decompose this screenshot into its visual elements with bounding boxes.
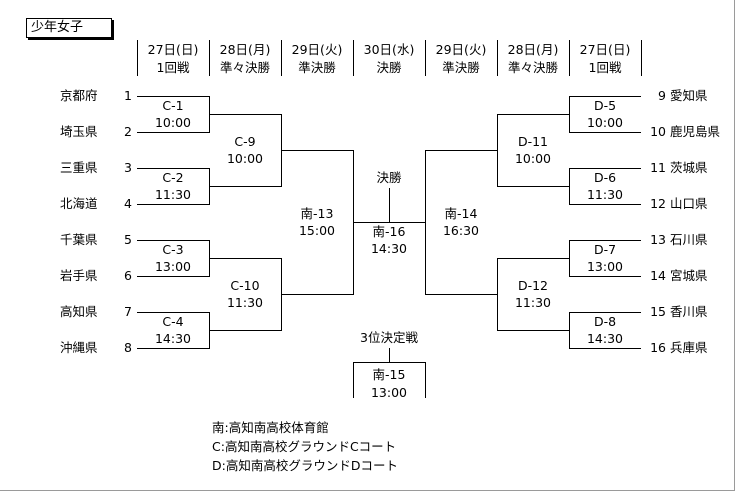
round-3-left-name: 準決勝 [298, 60, 336, 75]
team-left-2: 埼玉県 [60, 124, 98, 139]
match-final-id: 南-16 [372, 224, 406, 239]
match-d7-id: D-7 [593, 242, 617, 257]
round-3-left-date: 29日(火) [291, 42, 343, 57]
seed-left-2: 2 [124, 124, 132, 139]
match-d5-time: 10:00 [586, 115, 624, 130]
match-d7-time: 13:00 [586, 259, 624, 274]
legend-venue-c: C:高知南高校グラウンドCコート [212, 439, 397, 454]
match-c3-time: 13:00 [154, 259, 192, 274]
team-right-11: 茨城県 [670, 160, 708, 175]
round-final-name: 決勝 [376, 60, 402, 75]
team-right-14: 宮城県 [670, 268, 708, 283]
seed-right-9: 9 [658, 88, 666, 103]
seed-left-5: 5 [124, 232, 132, 247]
final-label: 決勝 [376, 170, 402, 185]
match-c4-time: 14:30 [154, 331, 192, 346]
title-box: 少年女子 [26, 18, 112, 38]
match-c10-time: 11:30 [226, 295, 264, 310]
match-c4-id: C-4 [162, 314, 184, 329]
seed-left-4: 4 [124, 196, 132, 211]
team-right-15: 香川県 [670, 304, 708, 319]
seed-left-1: 1 [124, 88, 132, 103]
match-c9-id: C-9 [234, 134, 256, 149]
match-s14-id: 南-14 [444, 206, 478, 221]
match-d8-id: D-8 [593, 314, 617, 329]
team-left-7: 高知県 [60, 304, 98, 319]
seed-left-3: 3 [124, 160, 132, 175]
match-third-time: 13:00 [370, 385, 408, 400]
team-left-8: 沖縄県 [60, 340, 98, 355]
round-2-left-date: 28日(月) [219, 42, 271, 57]
match-d11-time: 10:00 [514, 151, 552, 166]
team-right-9: 愛知県 [670, 88, 708, 103]
match-c2-id: C-2 [162, 170, 184, 185]
round-3-right-date: 29日(火) [435, 42, 487, 57]
round-1-left-name: 1回戦 [156, 60, 190, 75]
match-third-id: 南-15 [372, 367, 406, 382]
seed-right-12: 12 [650, 196, 666, 211]
match-d6-time: 11:30 [586, 187, 624, 202]
team-right-16: 兵庫県 [670, 340, 708, 355]
team-right-10: 鹿児島県 [670, 124, 721, 139]
team-left-4: 北海道 [60, 196, 98, 211]
round-3-right-name: 準決勝 [442, 60, 480, 75]
team-right-13: 石川県 [670, 232, 708, 247]
round-2-left-name: 準々決勝 [219, 60, 270, 75]
match-d5-id: D-5 [593, 98, 617, 113]
match-c1-time: 10:00 [154, 115, 192, 130]
match-c3-id: C-3 [162, 242, 184, 257]
legend-venue-south: 南:高知南高校体育館 [212, 420, 329, 435]
seed-right-10: 10 [650, 124, 666, 139]
round-2-right-date: 28日(月) [507, 42, 559, 57]
match-d12-time: 11:30 [514, 295, 552, 310]
team-left-3: 三重県 [60, 160, 98, 175]
legend-venue-d: D:高知南高校グラウンドDコート [212, 458, 398, 473]
seed-right-15: 15 [650, 304, 666, 319]
match-c1-id: C-1 [162, 98, 184, 113]
match-c10-id: C-10 [230, 278, 260, 293]
round-2-right-name: 準々決勝 [507, 60, 558, 75]
match-s14-time: 16:30 [442, 223, 480, 238]
match-d6-id: D-6 [593, 170, 617, 185]
match-s13-time: 15:00 [298, 223, 336, 238]
match-c2-time: 11:30 [154, 187, 192, 202]
seed-right-16: 16 [650, 340, 666, 355]
team-right-12: 山口県 [670, 196, 708, 211]
team-left-6: 岩手県 [60, 268, 98, 283]
round-1-right-date: 27日(日) [579, 42, 631, 57]
seed-left-6: 6 [124, 268, 132, 283]
seed-right-13: 13 [650, 232, 666, 247]
match-d11-id: D-11 [517, 134, 549, 149]
match-final-time: 14:30 [370, 241, 408, 256]
round-1-right-name: 1回戦 [588, 60, 622, 75]
match-d12-id: D-12 [517, 278, 549, 293]
match-c9-time: 10:00 [226, 151, 264, 166]
seed-left-7: 7 [124, 304, 132, 319]
round-final-date: 30日(水) [363, 42, 415, 57]
seed-right-14: 14 [650, 268, 666, 283]
match-d8-time: 14:30 [586, 331, 624, 346]
third-place-label: 3位決定戦 [360, 330, 418, 345]
seed-left-8: 8 [124, 340, 132, 355]
sheet-title: 少年女子 [31, 20, 84, 35]
round-1-left-date: 27日(日) [147, 42, 199, 57]
team-left-5: 千葉県 [60, 232, 98, 247]
team-left-1: 京都府 [60, 88, 98, 103]
match-s13-id: 南-13 [300, 206, 334, 221]
seed-right-11: 11 [650, 160, 666, 175]
